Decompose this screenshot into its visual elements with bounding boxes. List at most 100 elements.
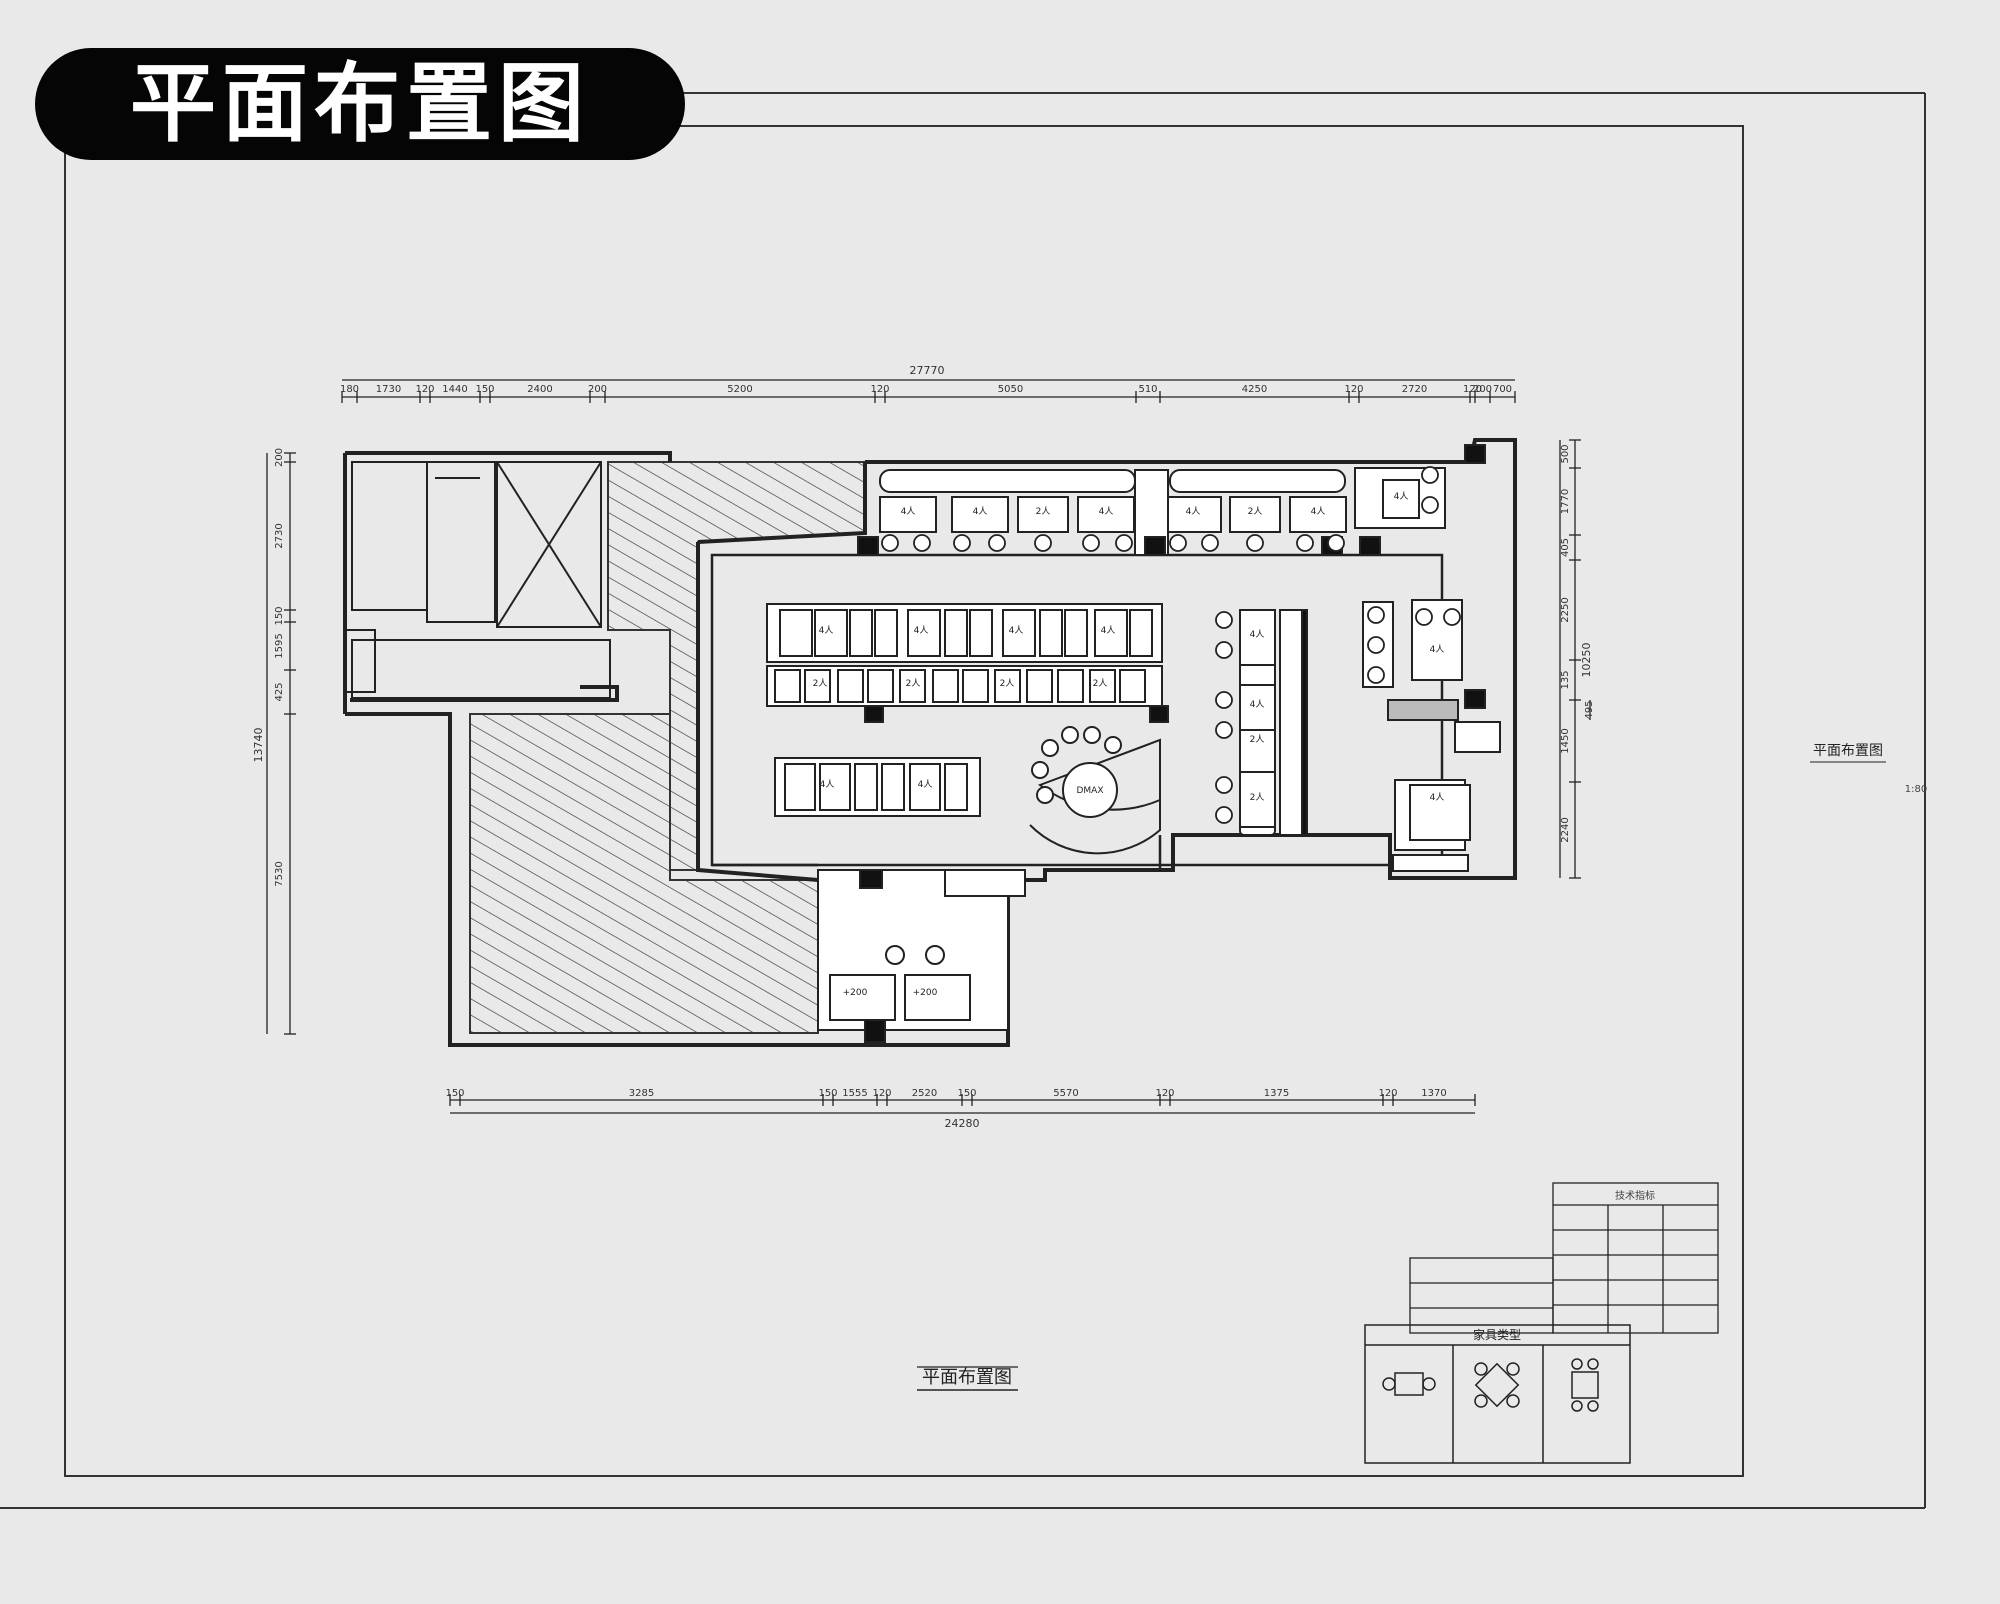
top-dim-label: 120: [1344, 384, 1363, 395]
top-dim-label: 150: [475, 384, 494, 395]
four-seat-table-icon: [1571, 1371, 1599, 1399]
restroom-label-2: +200: [913, 988, 938, 998]
top-dim-label: 700: [1493, 384, 1512, 395]
top-dim-label: 4250: [1242, 384, 1267, 395]
bottom-dimension-ticks: 150 3285 150 1555 120 2520 150 5570 120 1375 120 13…: [445, 1088, 1476, 1106]
page-title: 平面布置图: [130, 54, 590, 154]
left-dim-label: 7530: [274, 861, 285, 886]
top-row-chairs: [881, 466, 1439, 552]
central-booth-bank: [766, 603, 1169, 817]
table-seat-label: 2人: [1250, 792, 1265, 803]
top-dim-label: 5200: [727, 384, 752, 395]
bottom-dim-label: 1375: [1264, 1088, 1289, 1099]
top-dim-label: 1440: [442, 384, 467, 395]
bottom-dim-label: 1370: [1421, 1088, 1446, 1099]
title-badge: 平面布置图: [35, 48, 685, 160]
left-dim-label: 150: [274, 606, 285, 625]
top-dim-label: 120: [1463, 384, 1482, 395]
bottom-dim-label: 150: [445, 1088, 464, 1099]
top-dim-label: 120: [870, 384, 889, 395]
right-small-dim: 495: [1584, 700, 1595, 719]
bottom-dim-label: 2520: [912, 1088, 937, 1099]
side-title: 平面布置图: [1813, 743, 1883, 759]
table-seat-label: 4人: [973, 506, 988, 517]
top-dim-label: 200: [1473, 384, 1492, 395]
bottom-dim-label: 1555: [842, 1088, 867, 1099]
right-total-dim: 10250: [1580, 643, 1593, 678]
left-dim-label: 425: [274, 682, 285, 701]
round-table-area: [1029, 726, 1161, 855]
two-seat-table-icon: [1394, 1372, 1424, 1396]
right-column-chairs: [1215, 606, 1461, 824]
right-dimension-ticks: 500 1770 405 2250 135 1450 2240: [1560, 439, 1581, 879]
spec-table: [1409, 1182, 1719, 1334]
table-seat-label: 4人: [1311, 506, 1326, 517]
top-dim-label: 200: [588, 384, 607, 395]
table-seat-label: 4人: [914, 625, 929, 636]
top-dim-label: 2400: [527, 384, 552, 395]
table-label-group: 4人 4人 2人 4人 4人 2人 4人 4人 4人 4人 4人 4人 2人 2人 2人 2人 4人 4人 4人 4人…: [813, 491, 1445, 803]
top-dim-label: 2720: [1402, 384, 1427, 395]
table-seat-label: 2人: [1248, 506, 1263, 517]
table-seat-label: 2人: [906, 678, 921, 689]
table-seat-label: 4人: [918, 779, 933, 790]
bottom-dim-label: 5570: [1053, 1088, 1078, 1099]
side-scale: 1:80: [1905, 784, 1927, 795]
left-dimension-ticks: 200 2730 150 1595 425 7530: [274, 448, 296, 1035]
table-seat-label: 4人: [1186, 506, 1201, 517]
table-seat-label: 4人: [1099, 506, 1114, 517]
dining-hall-walls: [710, 553, 1444, 870]
table-seat-label: 4人: [1430, 792, 1445, 803]
table-seat-label: 4人: [901, 506, 916, 517]
furniture-legend: [1364, 1324, 1631, 1464]
round-table-label: DMAX: [1076, 786, 1103, 796]
plan-title: 平面布置图: [922, 1367, 1012, 1388]
right-dim-label: 135: [1560, 670, 1571, 689]
table-seat-label: 4人: [1009, 625, 1024, 636]
top-dim-label: 180: [340, 384, 359, 395]
right-dim-label: 2240: [1560, 817, 1571, 842]
top-dim-label: 510: [1138, 384, 1157, 395]
top-total-dim: 27770: [910, 364, 945, 377]
dimension-lines: [266, 379, 1591, 1368]
bottom-total-dim: 24280: [945, 1117, 980, 1130]
table-seat-label: 2人: [1093, 678, 1108, 689]
table-seat-label: 4人: [1394, 491, 1409, 502]
bottom-dim-label: 3285: [629, 1088, 654, 1099]
right-dim-label: 1450: [1560, 728, 1571, 753]
service-rooms: [344, 461, 611, 699]
right-dim-label: 1770: [1560, 489, 1571, 514]
hatched-zones: [469, 461, 866, 1034]
left-dim-label: 2730: [274, 523, 285, 548]
table-seat-label: 2人: [813, 678, 828, 689]
top-dimension-ticks: 180 1730 120 1440 150 2400 200 5200 120 5050 510 42…: [340, 384, 1516, 403]
top-dim-label: 5050: [998, 384, 1023, 395]
furniture-legend-title: 家具类型: [1473, 1327, 1521, 1342]
bottom-dim-label: 120: [872, 1088, 891, 1099]
left-total-dim: 13740: [252, 728, 265, 763]
bottom-dim-label: 120: [1378, 1088, 1397, 1099]
table-seat-label: 2人: [1250, 734, 1265, 745]
right-dim-label: 500: [1560, 444, 1571, 463]
table-seat-label: 4人: [1430, 644, 1445, 655]
bottom-dim-label: 150: [818, 1088, 837, 1099]
top-dim-label: 1730: [376, 384, 401, 395]
bottom-dim-label: 150: [957, 1088, 976, 1099]
top-dim-label: 120: [415, 384, 434, 395]
table-seat-label: 2人: [1000, 678, 1015, 689]
bottom-dim-label: 120: [1155, 1088, 1174, 1099]
table-seat-label: 4人: [820, 779, 835, 790]
sheet-border: [0, 92, 1926, 1509]
right-dim-label: 405: [1560, 538, 1571, 557]
exterior-walls: [343, 438, 1517, 1047]
left-dim-label: 200: [274, 448, 285, 467]
table-seat-label: 4人: [1101, 625, 1116, 636]
table-seat-label: 4人: [1250, 629, 1265, 640]
left-dim-label: 1595: [274, 633, 285, 658]
table-seat-label: 4人: [1250, 699, 1265, 710]
right-service-area: [1392, 721, 1501, 872]
right-dim-label: 2250: [1560, 597, 1571, 622]
top-booth-row: [857, 444, 1486, 709]
